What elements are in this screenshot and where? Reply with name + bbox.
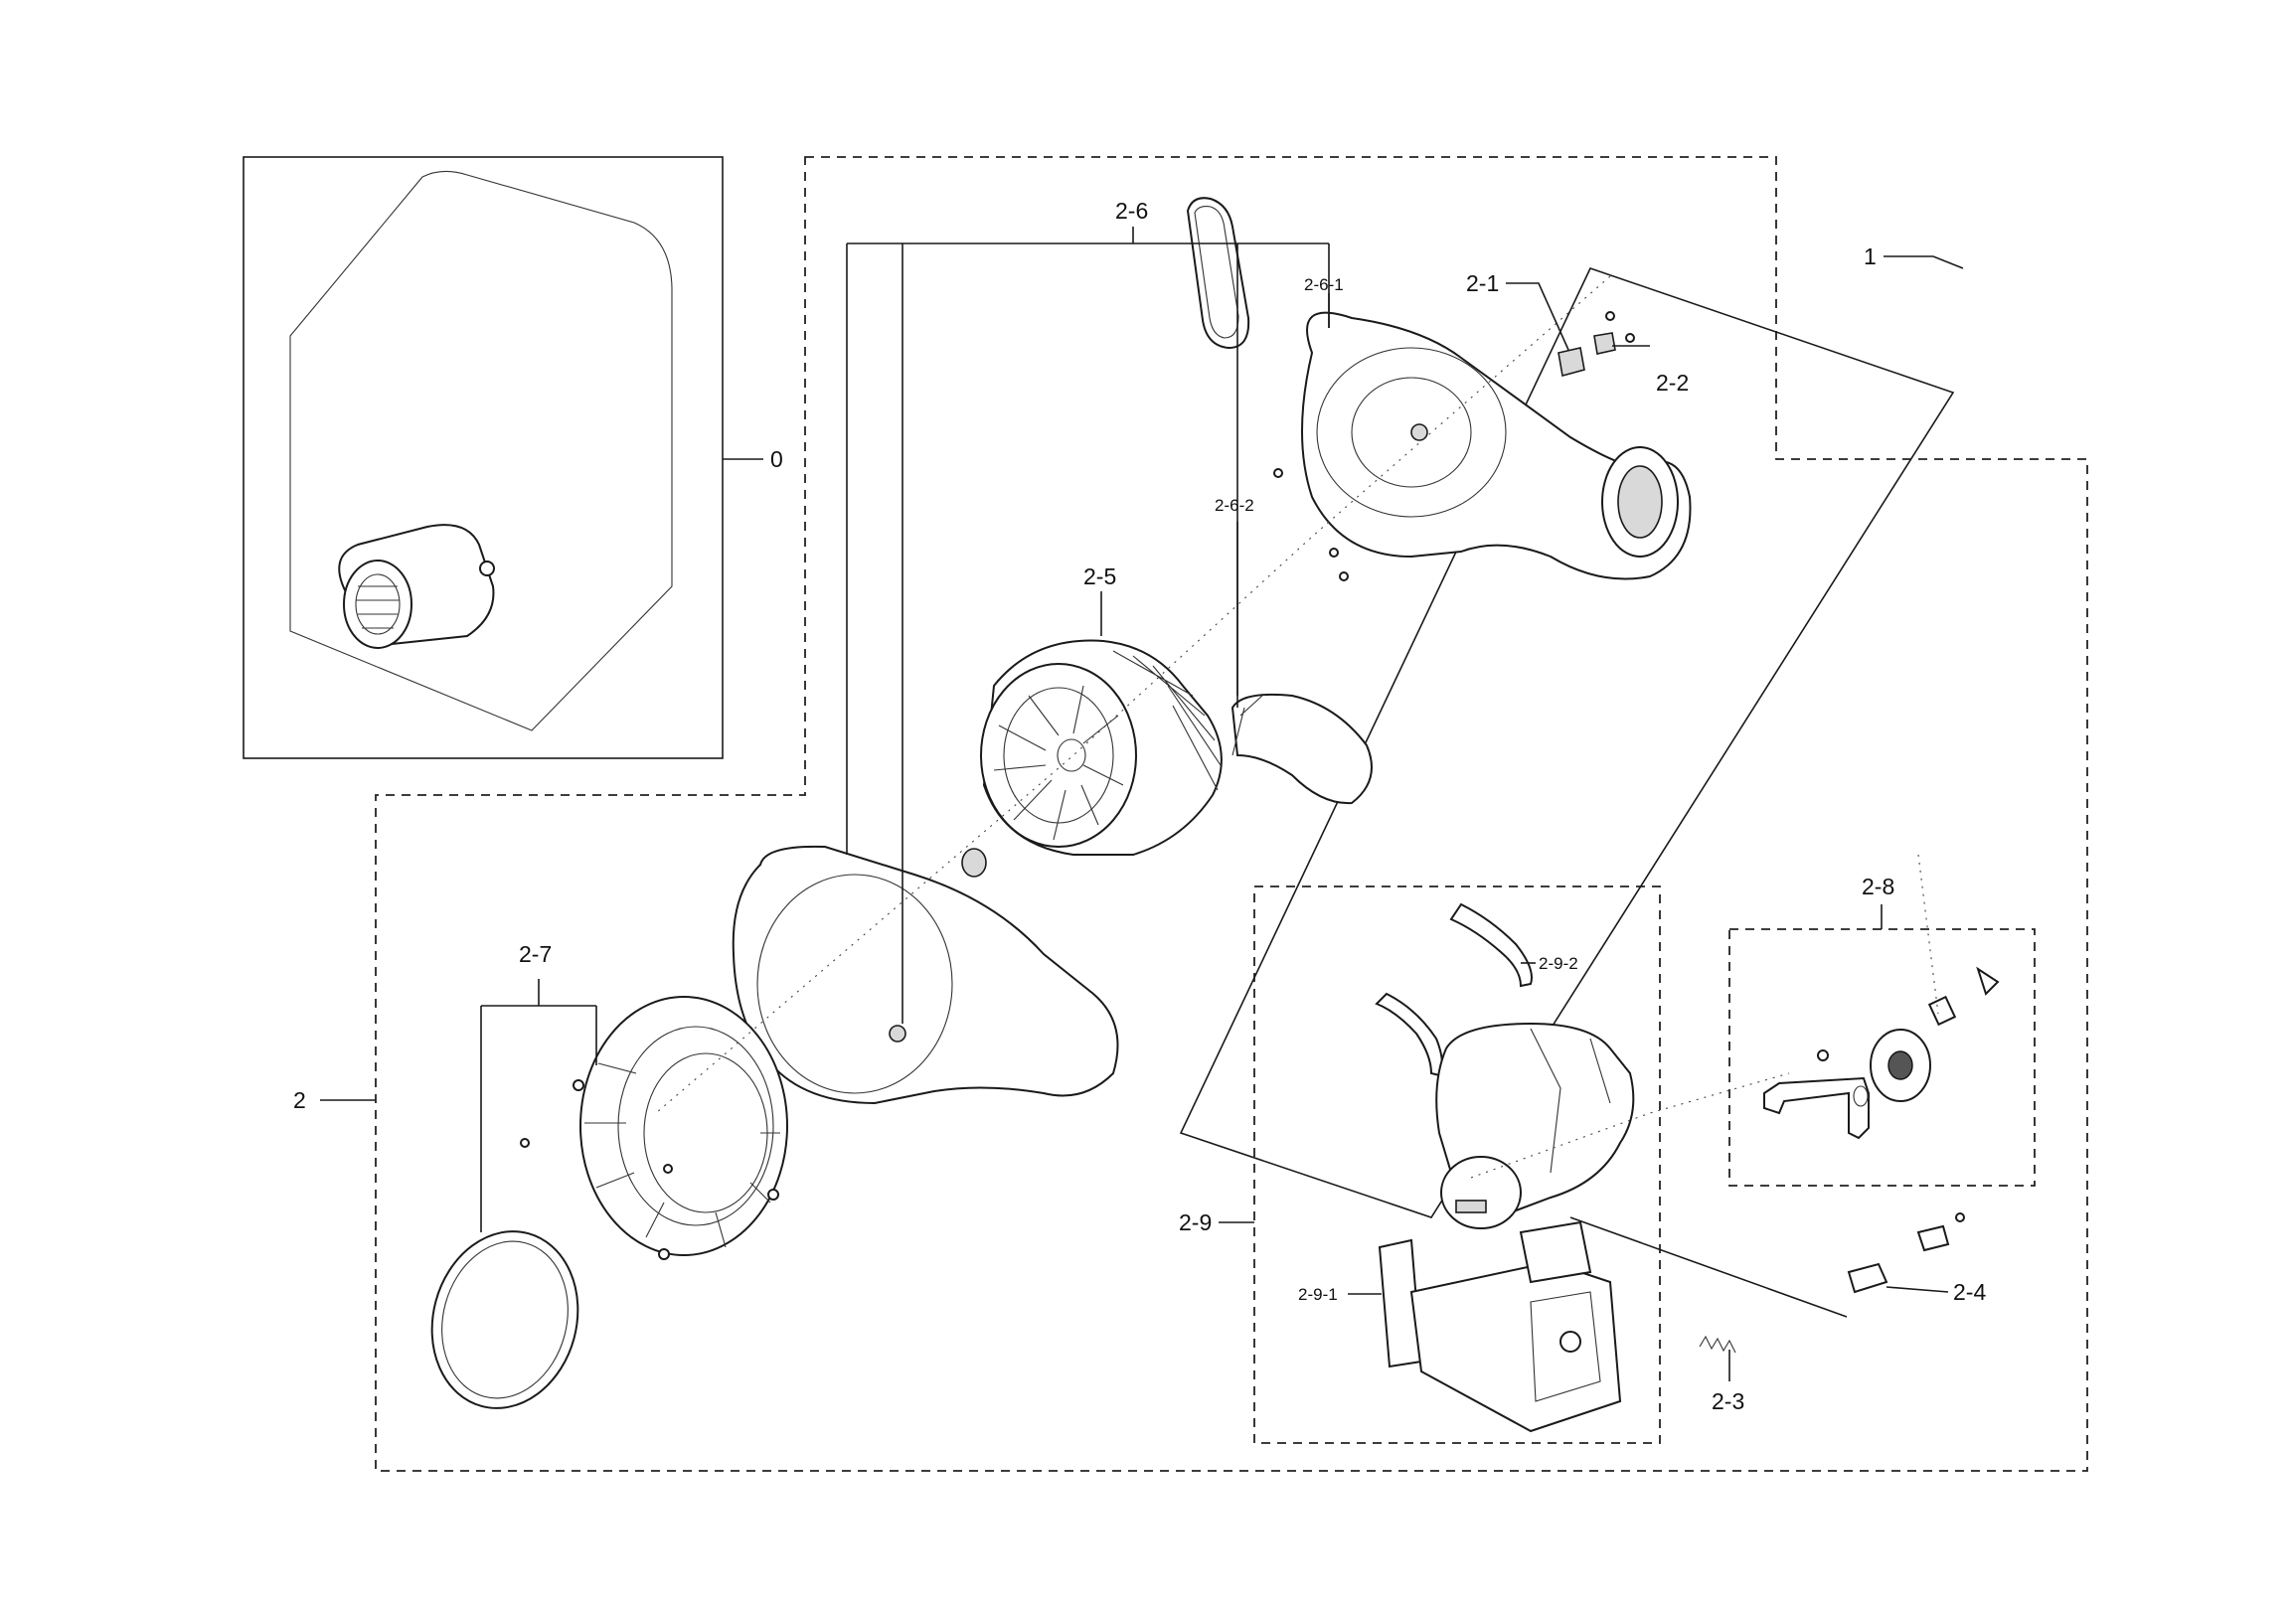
screw: [520, 1138, 530, 1148]
label-2-2: 2-2: [1656, 370, 1689, 396]
label-2-5: 2-5: [1083, 563, 1116, 589]
assembly-2-9-dashed-box: [1253, 885, 1661, 1444]
screw: [1339, 571, 1349, 581]
switch-2-1: [1558, 347, 1585, 378]
leader-2-1: [1506, 282, 1569, 351]
leader-2-4-shaft: [1569, 1216, 1848, 1318]
fan-housing-rear: [1301, 311, 1692, 580]
drive-belt: [1186, 197, 1250, 350]
clamp-2-9-2: [1449, 902, 1533, 988]
label-2-4: 2-4: [1953, 1279, 1986, 1305]
screw: [663, 1164, 673, 1174]
assembly-axis: [655, 275, 1611, 1114]
leader-1: [1884, 255, 1964, 269]
label-2-9-1: 2-9-1: [1298, 1285, 1338, 1304]
motor: [1435, 1022, 1635, 1229]
assembly-axis: [1917, 854, 1939, 1015]
clamp-upper: [1375, 992, 1443, 1077]
screw: [1329, 548, 1339, 558]
bracket-2-7: [480, 979, 597, 1232]
seal-2-6-2: [1230, 693, 1373, 805]
label-0: 0: [770, 446, 783, 472]
label-2-9: 2-9: [1179, 1209, 1212, 1235]
label-2-6: 2-6: [1115, 198, 1148, 224]
fitting-2-2: [1593, 332, 1616, 355]
assembly-plane-outline: [1179, 267, 1955, 1218]
bracket-2-6: [846, 227, 1330, 1024]
assembly-2-8-dashed-box: [1728, 928, 2036, 1187]
label-2: 2: [293, 1087, 306, 1113]
idler-pulley-assembly: [1763, 966, 2000, 1140]
assembly-axis: [1470, 1072, 1790, 1179]
blower-housing-front: [732, 845, 1119, 1105]
cabinet-assembly: [289, 170, 673, 731]
spring-2-3: [1699, 1335, 1736, 1354]
gasket-ring: [430, 1230, 579, 1409]
label-2-3: 2-3: [1712, 1388, 1744, 1414]
assembly-2-dashed-boundary: [375, 156, 2088, 1472]
label-2-7: 2-7: [519, 941, 552, 967]
sensor-2-4: [1847, 1212, 1965, 1294]
label-2-6-2: 2-6-2: [1215, 496, 1254, 515]
motor-bracket-2-9-1: [1378, 1220, 1622, 1433]
duct-2-7: [573, 996, 788, 1260]
label-2-9-2: 2-9-2: [1539, 954, 1578, 973]
leader-2-4: [1886, 1286, 1949, 1293]
label-1: 1: [1864, 243, 1877, 269]
assembly-0-box: [243, 156, 724, 759]
blower-wheel: [980, 639, 1223, 856]
label-2-6-1: 2-6-1: [1304, 275, 1344, 294]
nut: [961, 848, 987, 878]
screw: [1273, 468, 1283, 478]
label-2-8: 2-8: [1862, 874, 1894, 899]
screw: [1605, 311, 1615, 321]
label-2-1: 2-1: [1466, 270, 1499, 296]
screw: [1625, 333, 1635, 343]
